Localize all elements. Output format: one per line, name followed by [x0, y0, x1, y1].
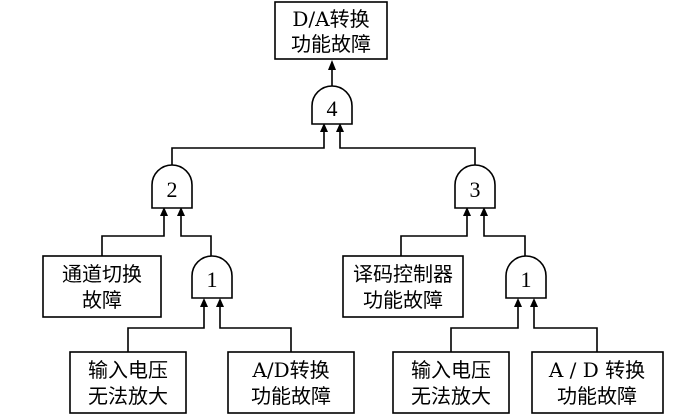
arrow-head [328, 60, 336, 70]
and-gate-2: 2 [151, 164, 193, 209]
event-decode-controller: 译码控制器 功能故障 [342, 255, 464, 318]
arrow-head [463, 207, 471, 216]
event-line1: 译码控制器 [353, 262, 453, 286]
arrow-head [177, 207, 185, 216]
top-event-line2: 功能故障 [291, 32, 371, 56]
event-line1: A/D转换 [251, 358, 329, 382]
connector-lines [101, 60, 598, 352]
connector-inputl-g1l [127, 303, 205, 352]
arrow-head [480, 207, 488, 216]
gate-label: 1 [207, 267, 218, 292]
and-gate-1-left: 1 [191, 255, 233, 299]
arrow-head [320, 123, 328, 132]
event-input-voltage-right: 输入电压 无法放大 [392, 351, 510, 414]
connector-g1l-g2 [180, 212, 212, 256]
connector-adr-g1r [533, 303, 598, 352]
event-channel-switch: 通道切换 故障 [42, 255, 162, 318]
gate-label: 1 [521, 267, 532, 292]
arrow-head [160, 207, 168, 216]
event-line1: 输入电压 [88, 358, 168, 382]
arrow-head [530, 298, 538, 307]
connector-g3-g4 [339, 128, 476, 165]
connector-g2-g4 [171, 128, 325, 165]
arrow-head [200, 298, 208, 307]
and-gate-1-right: 1 [505, 255, 547, 299]
gate-label: 3 [470, 177, 481, 202]
gate-label: 4 [327, 96, 338, 121]
connector-channel-g2 [101, 212, 165, 256]
event-line2: 功能故障 [251, 384, 331, 408]
arrow-head [514, 298, 522, 307]
event-line1: A / D 转换 [548, 358, 645, 382]
event-line2: 故障 [82, 288, 122, 312]
event-line2: 功能故障 [363, 288, 443, 312]
arrow-head [336, 123, 344, 132]
connector-decode-g3 [400, 212, 468, 256]
arrow-head [216, 298, 224, 307]
event-line1: 输入电压 [411, 358, 491, 382]
event-line1: 通道切换 [62, 262, 142, 286]
connector-adl-g1l [219, 303, 292, 352]
and-gate-3: 3 [454, 164, 496, 209]
event-ad-convert-right: A / D 转换 功能故障 [531, 351, 664, 414]
and-gate-4: 4 [311, 85, 353, 125]
event-ad-convert-left: A/D转换 功能故障 [227, 351, 355, 414]
top-event-line1: D/A转换 [292, 7, 369, 31]
event-line2: 功能故障 [557, 384, 637, 408]
event-line2: 无法放大 [88, 384, 168, 408]
top-event: D/A转换 功能故障 [274, 1, 388, 60]
connector-inputr-g1r [450, 303, 519, 352]
event-line2: 无法放大 [411, 384, 491, 408]
connector-g1r-g3 [483, 212, 526, 256]
event-input-voltage-left: 输入电压 无法放大 [69, 351, 187, 414]
gate-label: 2 [167, 177, 178, 202]
